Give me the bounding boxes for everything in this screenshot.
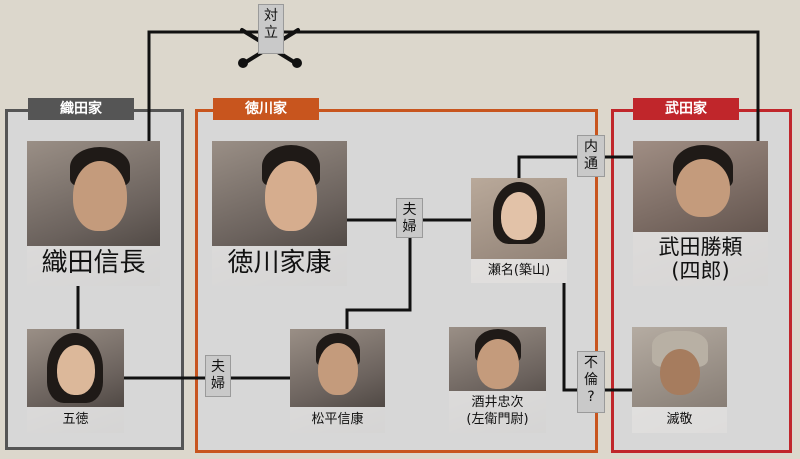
- secret-tag-line1: 内: [584, 139, 598, 155]
- couple-tag-2-line2: 婦: [211, 376, 225, 392]
- couple-tag-1-line2: 婦: [402, 219, 417, 235]
- rivalry-tag-line1: 対: [264, 8, 278, 24]
- person-card-katsuyori[interactable]: 武田勝頼 (四郎): [633, 141, 768, 286]
- name-tadatsugu-line2: (左衛門尉): [466, 412, 529, 427]
- person-card-sena[interactable]: 瀬名(築山): [471, 178, 567, 283]
- person-card-ieyasu[interactable]: 徳川家康: [212, 141, 347, 286]
- name-nobuyasu: 松平信康: [290, 407, 385, 433]
- couple-tag-1-line1: 夫: [402, 202, 417, 218]
- name-gotoku: 五徳: [27, 407, 124, 433]
- name-sena: 瀬名(築山): [471, 259, 567, 283]
- name-nobunaga: 織田信長: [27, 246, 160, 286]
- couple-tag-2-line1: 夫: [211, 359, 225, 375]
- person-card-tadatsugu[interactable]: 酒井忠次 (左衛門尉): [449, 327, 546, 433]
- secret-contact-tag: 内 通: [577, 135, 605, 177]
- group-label-oda: 織田家: [28, 98, 134, 120]
- name-katsuyori-line1: 武田勝頼: [658, 235, 743, 259]
- affair-tag: 不 倫 ?: [577, 351, 605, 413]
- couple-to-nobuyasu-line: [345, 236, 412, 330]
- secret-tag-line2: 通: [584, 156, 598, 172]
- rivalry-line: [147, 30, 760, 141]
- name-katsuyori-line2: (四郎): [671, 259, 730, 283]
- sena-katsuyori-line: [517, 155, 633, 178]
- affair-tag-line1: 不: [584, 355, 598, 371]
- name-tadatsugu: 酒井忠次 (左衛門尉): [449, 391, 546, 433]
- person-card-genkei[interactable]: 滅敬: [632, 327, 727, 433]
- couple-tag-ieyasu-sena: 夫 婦: [396, 198, 423, 238]
- name-ieyasu: 徳川家康: [212, 246, 347, 286]
- person-card-gotoku[interactable]: 五徳: [27, 329, 124, 433]
- name-genkei: 滅敬: [632, 407, 727, 433]
- affair-tag-line2: 倫: [584, 372, 598, 388]
- group-label-takeda: 武田家: [633, 98, 739, 120]
- sena-genkei-line: [562, 283, 632, 392]
- affair-tag-line3: ?: [587, 389, 595, 405]
- couple-tag-gotoku-nobuyasu: 夫 婦: [205, 355, 231, 397]
- rivalry-tag: 対 立: [258, 4, 284, 54]
- person-card-nobunaga[interactable]: 織田信長: [27, 141, 160, 286]
- group-label-tokugawa: 徳川家: [213, 98, 319, 120]
- rivalry-tag-line2: 立: [264, 25, 278, 41]
- name-tadatsugu-line1: 酒井忠次: [471, 395, 524, 410]
- name-katsuyori: 武田勝頼 (四郎): [633, 232, 768, 286]
- person-card-nobuyasu[interactable]: 松平信康: [290, 329, 385, 433]
